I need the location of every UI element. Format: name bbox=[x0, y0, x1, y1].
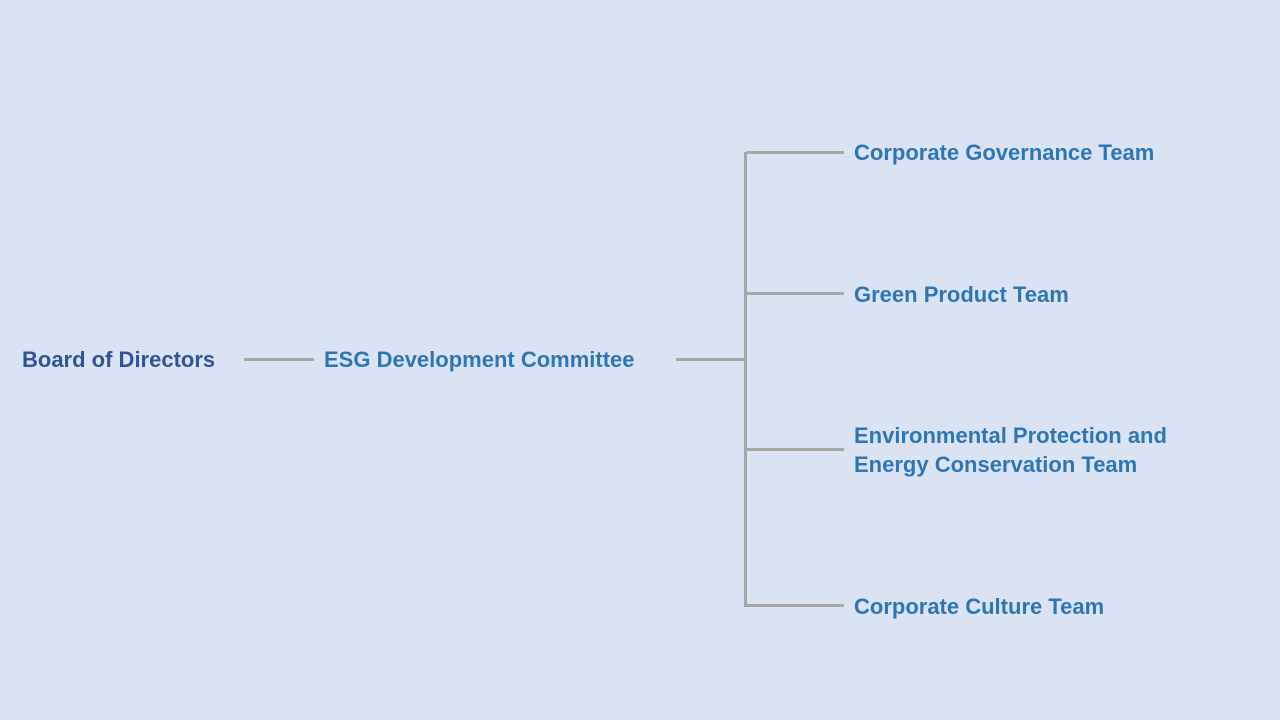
connector-committee-trunk bbox=[676, 358, 746, 361]
connector-team-4 bbox=[746, 604, 844, 607]
connector-team-2 bbox=[746, 292, 844, 295]
team-node-green-product: Green Product Team bbox=[854, 282, 1069, 307]
team-label-line-1: Environmental Protection and bbox=[854, 423, 1167, 448]
connector-trunk bbox=[744, 152, 747, 607]
team-node-corporate-culture: Corporate Culture Team bbox=[854, 594, 1105, 619]
esg-committee-node: ESG Development Committee bbox=[324, 347, 635, 372]
connector-board-committee bbox=[244, 358, 314, 361]
team-node-environmental-protection: Environmental Protection and Energy Cons… bbox=[854, 421, 1167, 479]
connector-team-1 bbox=[746, 151, 844, 154]
connector-team-3 bbox=[746, 448, 844, 451]
board-of-directors-node: Board of Directors bbox=[22, 347, 216, 372]
team-node-corporate-governance: Corporate Governance Team bbox=[854, 140, 1155, 165]
team-label-line-2: Energy Conservation Team bbox=[854, 452, 1138, 477]
